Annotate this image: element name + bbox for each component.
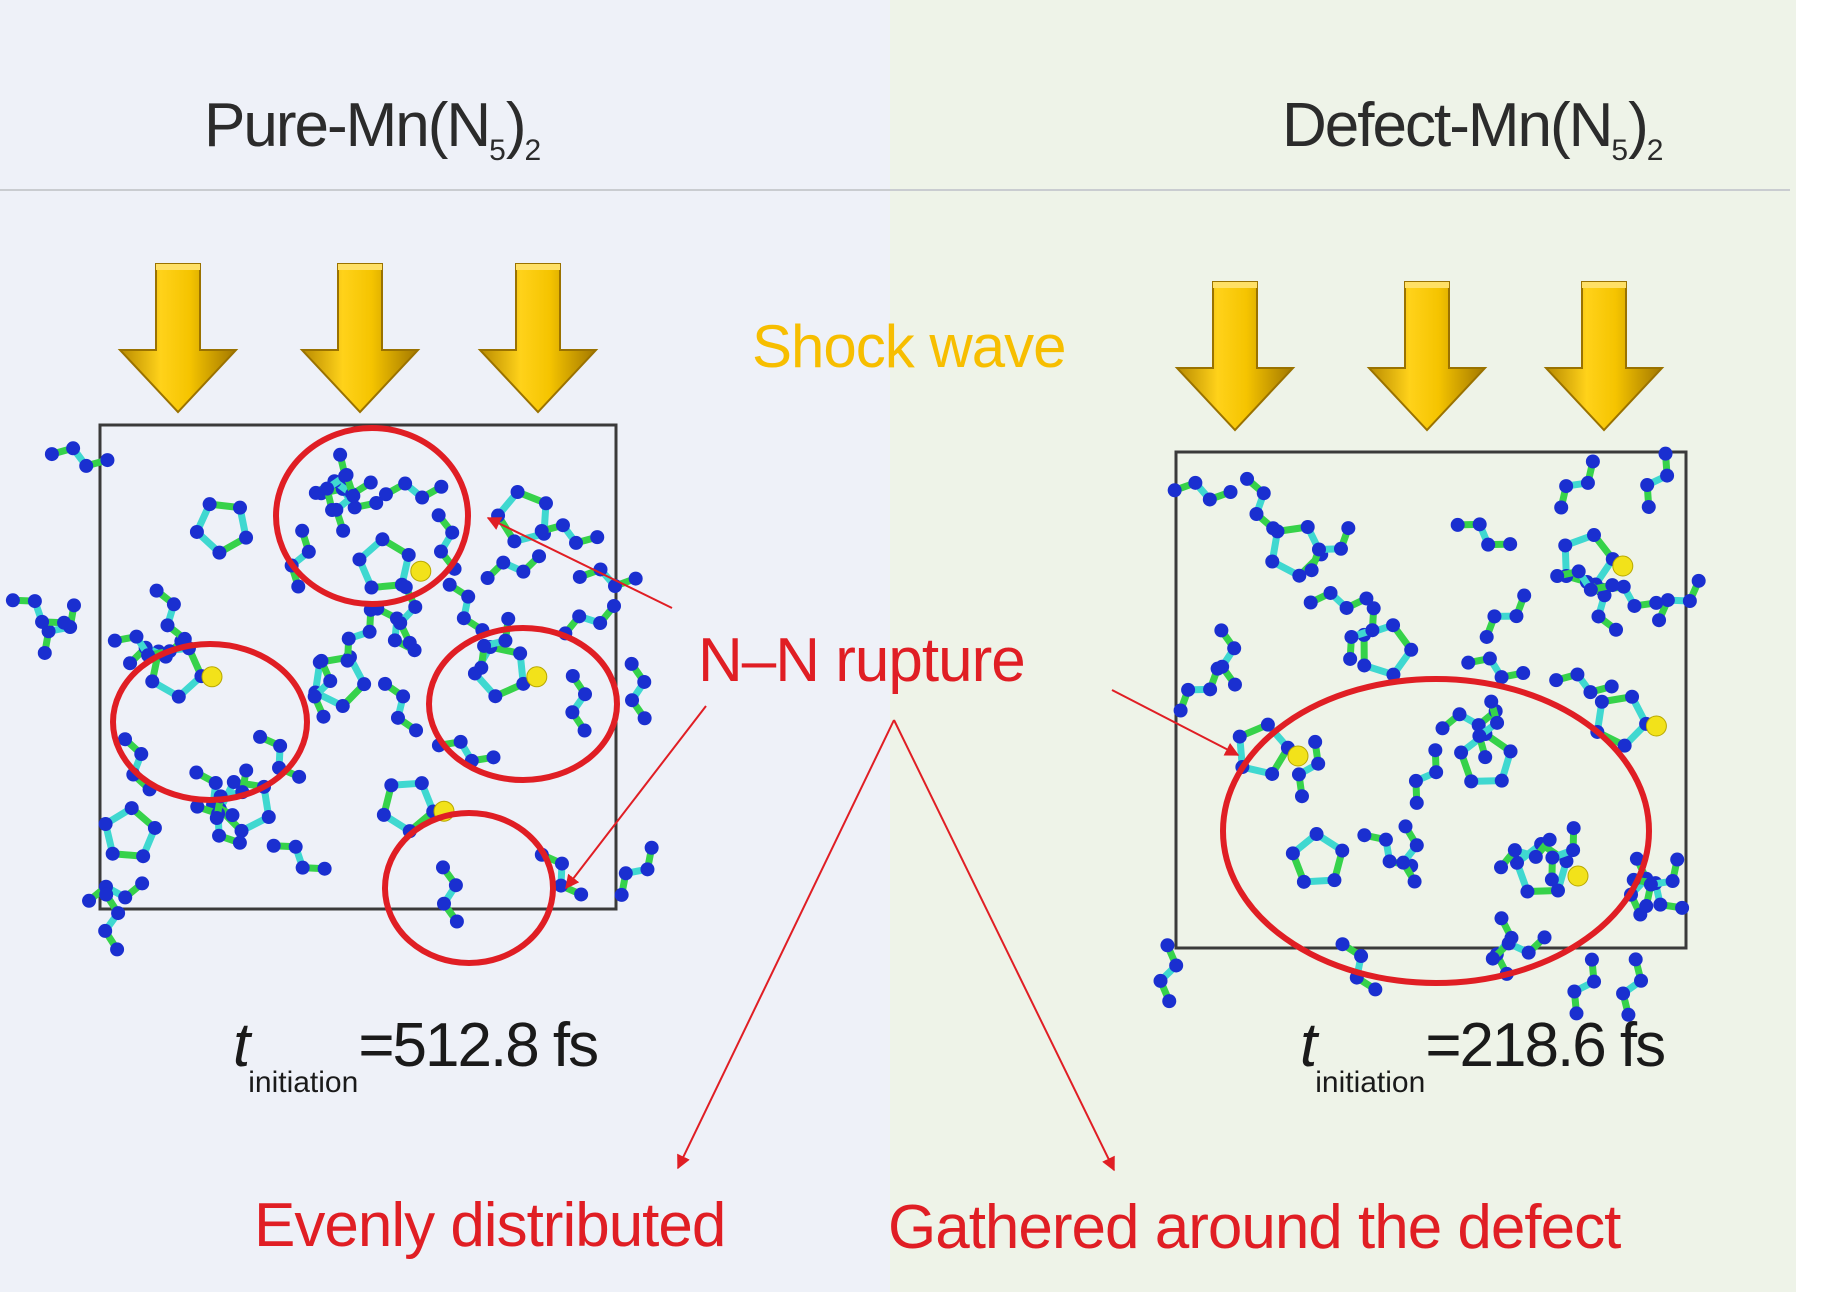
pure-shock-arrows — [119, 263, 597, 413]
pure-molecular-structure — [5, 441, 659, 957]
defect-panel-background — [890, 0, 1796, 1292]
defect-header-main: Defect-Mn(N — [1282, 91, 1613, 160]
pointer-arrow-icon — [565, 705, 707, 890]
pure-header-sub5: 5 — [489, 134, 506, 167]
defect-shock-arrows — [1176, 281, 1663, 431]
defect-molecular-structure — [1153, 446, 1706, 1022]
shock-arrow-icon — [1176, 281, 1294, 431]
time-symbol: t — [233, 1011, 250, 1080]
shock-arrow-icon — [1545, 281, 1663, 431]
time-value: =512.8 fs — [358, 1011, 599, 1080]
pointer-arrow-icon — [1111, 689, 1240, 756]
pointer-arrow-icon — [677, 719, 895, 1170]
pure-header: Pure-Mn(N5)2 — [204, 90, 541, 168]
defect-header-sub5: 5 — [1611, 134, 1629, 167]
rupture-circle-icon — [382, 810, 556, 966]
pure-header-close: ) — [505, 91, 527, 160]
pointer-arrow-icon — [486, 517, 673, 609]
pure-simulation-box — [98, 423, 618, 911]
pure-initiation-time: tinitiation=512.8 fs — [233, 1010, 599, 1100]
shock-arrow-icon — [479, 263, 597, 413]
time-value: =218.6 fs — [1425, 1011, 1666, 1080]
pure-header-sub2: 2 — [524, 134, 542, 167]
shock-arrow-icon — [119, 263, 237, 413]
rupture-circle-icon — [273, 425, 471, 607]
time-subscript: initiation — [1315, 1066, 1426, 1099]
header-divider — [0, 189, 1790, 191]
rupture-label: N–N rupture — [698, 626, 1026, 695]
rupture-pointers — [486, 517, 1240, 1172]
evenly-distributed-label: Evenly distributed — [254, 1191, 726, 1260]
defect-rupture-circle-icon — [1220, 676, 1652, 986]
rupture-circle-icon — [426, 625, 620, 783]
defect-initiation-time: tinitiation=218.6 fs — [1300, 1010, 1666, 1100]
time-symbol: t — [1300, 1011, 1317, 1080]
defect-header-close: ) — [1628, 91, 1649, 160]
shock-arrow-icon — [1368, 281, 1486, 431]
pointer-arrow-icon — [893, 719, 1115, 1172]
gathered-label: Gathered around the defect — [888, 1193, 1621, 1262]
rupture-circle-icon — [110, 641, 310, 803]
pure-rupture-circles — [110, 425, 620, 966]
defect-header-sub2: 2 — [1646, 134, 1664, 167]
pure-header-main: Pure-Mn(N — [204, 91, 491, 160]
shock-arrow-icon — [301, 263, 419, 413]
time-subscript: initiation — [248, 1066, 359, 1099]
defect-header: Defect-Mn(N5)2 — [1282, 90, 1663, 168]
defect-simulation-box — [1174, 450, 1688, 950]
shock-wave-label: Shock wave — [752, 313, 1066, 380]
